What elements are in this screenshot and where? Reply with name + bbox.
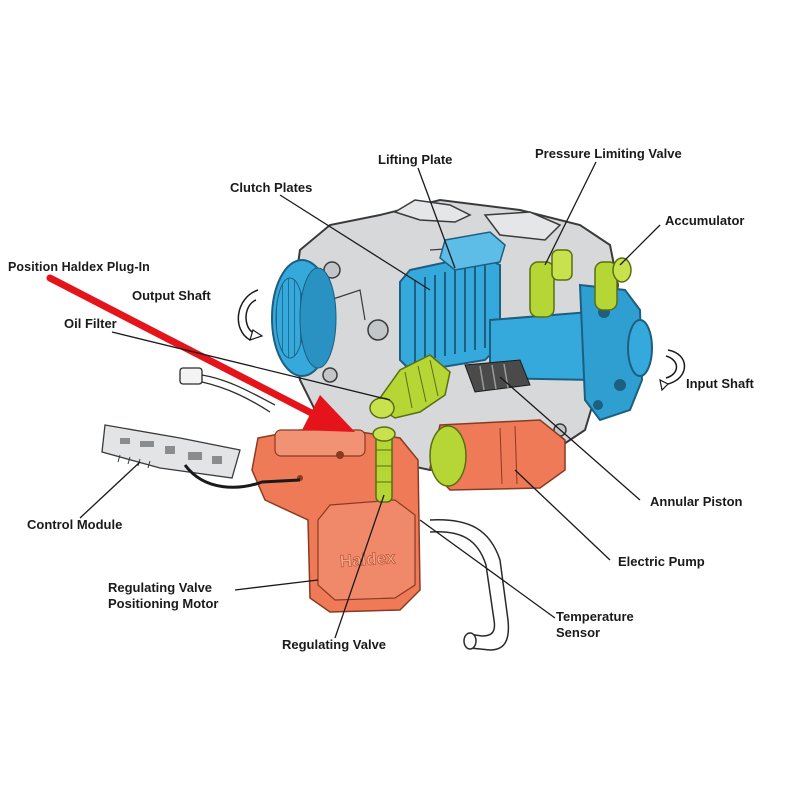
- label-positioning-motor: Regulating Valve Positioning Motor: [108, 580, 218, 612]
- control-module-part: [102, 425, 240, 478]
- output-shaft-part: [272, 260, 336, 376]
- label-temperature-sensor-line-2: Sensor: [556, 625, 634, 641]
- leader-control-module: [80, 462, 140, 518]
- hydraulic-tube: [430, 520, 508, 650]
- label-pressure-limiting-valve: Pressure Limiting Valve: [535, 146, 682, 162]
- label-control-module: Control Module: [27, 517, 122, 533]
- label-oil-filter: Oil Filter: [64, 316, 117, 332]
- label-positioning-motor-line-2: Positioning Motor: [108, 596, 218, 612]
- label-annular-piston: Annular Piston: [650, 494, 742, 510]
- output-rotation-arrow: [238, 290, 262, 340]
- regulating-valve-part: [373, 427, 395, 502]
- label-temperature-sensor: Temperature Sensor: [556, 609, 634, 641]
- haldex-logo-text: Haldex: [339, 548, 396, 571]
- label-accumulator: Accumulator: [665, 213, 744, 229]
- label-position-plugin: Position Haldex Plug-In: [8, 259, 150, 275]
- label-electric-pump: Electric Pump: [618, 554, 705, 570]
- label-temperature-sensor-line-1: Temperature: [556, 609, 634, 625]
- leader-electric-pump: [515, 470, 610, 560]
- label-input-shaft: Input Shaft: [686, 376, 754, 392]
- label-positioning-motor-line-1: Regulating Valve: [108, 580, 218, 596]
- electric-pump-part: [430, 420, 565, 490]
- label-regulating-valve: Regulating Valve: [282, 637, 386, 653]
- input-rotation-arrow: [660, 350, 685, 390]
- label-clutch-plates: Clutch Plates: [230, 180, 312, 196]
- leader-positioning-motor: [235, 580, 318, 590]
- leader-accumulator: [620, 225, 660, 265]
- label-lifting-plate: Lifting Plate: [378, 152, 452, 168]
- label-output-shaft: Output Shaft: [132, 288, 211, 304]
- leader-temperature-sensor: [420, 520, 555, 618]
